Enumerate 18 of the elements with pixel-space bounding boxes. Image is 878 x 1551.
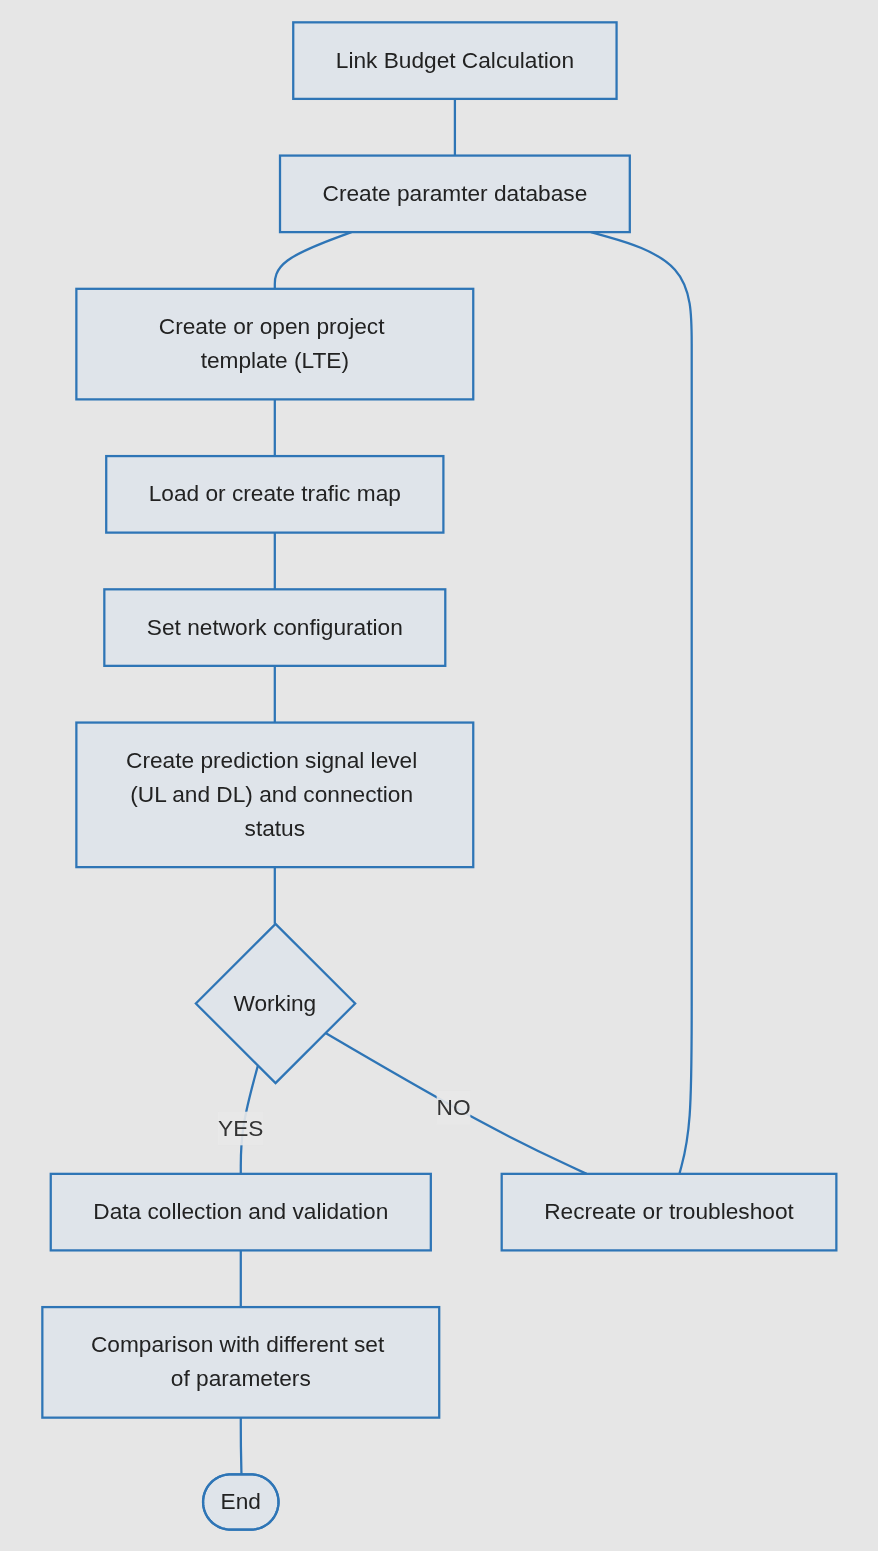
node-box: Recreate or troubleshoot — [500, 1172, 838, 1252]
connector — [273, 866, 276, 924]
node-box: Create or open project template (LTE) — [74, 287, 475, 401]
node-box: Link Budget Calculation — [291, 20, 618, 100]
node-box: Load or create trafic map — [104, 454, 445, 534]
connector — [239, 1249, 242, 1307]
edge-label: YES — [217, 1115, 264, 1140]
node-box: Create paramter database — [278, 153, 631, 233]
connector — [273, 665, 276, 723]
node-box: Comparison with different set of parameters — [40, 1305, 440, 1419]
connector — [453, 98, 456, 156]
node-box: Data collection and validation — [49, 1172, 432, 1252]
node-box: Set network configuration — [102, 587, 447, 667]
node-box: Create prediction signal level (UL and DL) and connection status — [74, 720, 475, 868]
node-diamond: Working — [193, 921, 357, 1085]
edge-label: NO — [436, 1094, 471, 1119]
connector — [273, 532, 276, 589]
connector — [273, 398, 276, 456]
